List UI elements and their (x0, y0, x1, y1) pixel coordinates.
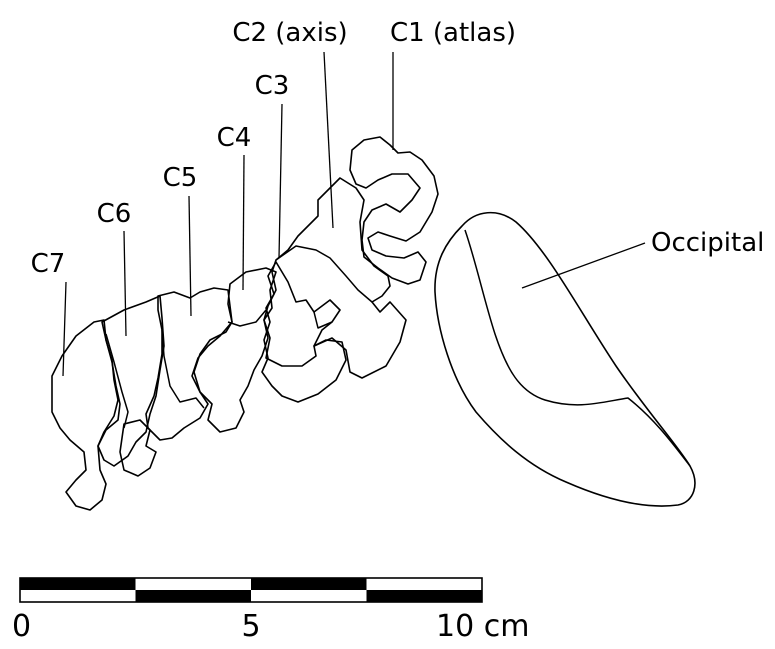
leader-c6 (124, 231, 126, 336)
scale-seg-3-top (251, 578, 367, 590)
scale-tick-0: 0 (12, 609, 31, 644)
scale-seg-2-bottom (136, 590, 252, 602)
scale-tick-5: 5 (241, 609, 260, 644)
vertebra-c5 (146, 288, 232, 440)
label-c2: C2 (axis) (232, 18, 347, 48)
inferior-processes (120, 420, 156, 476)
scale-bar: 0 5 10 cm (12, 578, 529, 644)
label-c4: C4 (217, 123, 252, 153)
leader-c2 (324, 52, 333, 228)
scale-seg-4-bottom (367, 590, 483, 602)
scale-seg-1-top (20, 578, 136, 590)
label-c7: C7 (31, 249, 66, 279)
label-occipital: Occipital (651, 228, 764, 258)
label-c6: C6 (97, 199, 132, 229)
leader-c4 (243, 155, 244, 290)
leader-lines (63, 52, 645, 376)
vertebra-c1-atlas (350, 137, 438, 284)
vertebra-c6 (98, 296, 164, 466)
label-c5: C5 (163, 163, 198, 193)
leader-c3 (279, 104, 282, 258)
scale-tick-10cm: 10 cm (436, 609, 529, 644)
leader-c7 (63, 282, 66, 376)
label-c3: C3 (255, 71, 290, 101)
labels: C1 (atlas) C2 (axis) C3 C4 C5 C6 C7 Occi… (31, 18, 765, 279)
vertebra-c4 (192, 268, 276, 432)
label-c1: C1 (atlas) (390, 18, 516, 48)
